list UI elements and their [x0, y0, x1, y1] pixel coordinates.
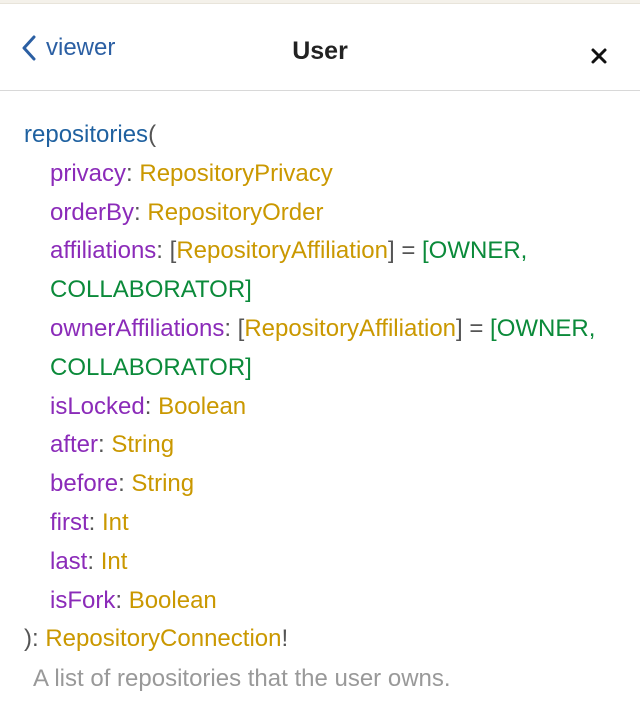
arg-name: orderBy: [50, 198, 135, 226]
arg-name: affiliations: [50, 237, 157, 265]
chevron-left-icon: [22, 35, 46, 61]
arg-first: first: Int: [24, 504, 616, 543]
list-close-bracket: ]: [456, 314, 463, 342]
type-link[interactable]: Boolean: [158, 392, 247, 420]
non-null-marker: !: [281, 625, 289, 653]
type-link[interactable]: Int: [102, 508, 129, 536]
default-value: [OWNER, COLLABORATOR]: [50, 237, 528, 304]
close-icon: [590, 47, 610, 65]
arg-last: last: Int: [24, 543, 616, 582]
default-value: [OWNER, COLLABORATOR]: [50, 314, 596, 381]
arg-name: isLocked: [50, 392, 145, 420]
arg-before: before: String: [24, 465, 616, 504]
arg-owner-affiliations: ownerAffiliations: [RepositoryAffiliatio…: [24, 310, 610, 388]
type-link[interactable]: RepositoryAffiliation: [176, 237, 388, 265]
back-button[interactable]: viewer: [22, 34, 115, 62]
arg-isfork: isFork: Boolean: [24, 582, 616, 621]
arg-colon: :: [88, 508, 103, 536]
arg-name: isFork: [50, 586, 116, 614]
arg-name: before: [50, 470, 119, 498]
field-description: A list of repositories that the user own…: [33, 665, 451, 693]
return-type-link[interactable]: RepositoryConnection: [45, 625, 282, 653]
type-link[interactable]: String: [111, 431, 175, 459]
list-open-bracket: [: [237, 314, 245, 342]
arg-name: ownerAffiliations: [50, 314, 225, 342]
field-signature-start: repositories(: [24, 116, 616, 155]
equals-sign: =: [462, 314, 491, 342]
list-open-bracket: [: [169, 237, 177, 265]
arg-colon: :: [126, 159, 140, 187]
type-link[interactable]: RepositoryAffiliation: [244, 314, 457, 342]
type-link[interactable]: RepositoryPrivacy: [139, 159, 333, 187]
arg-colon: :: [115, 586, 129, 614]
arg-affiliations: affiliations: [RepositoryAffiliation] = …: [24, 232, 610, 310]
arg-colon: :: [98, 431, 112, 459]
field-signature-end: ): RepositoryConnection!: [24, 620, 616, 659]
arg-colon: :: [144, 392, 159, 420]
arg-colon: :: [118, 470, 132, 498]
doc-header: viewer User: [0, 4, 640, 91]
equals-sign: =: [394, 237, 423, 265]
arg-orderby: orderBy: RepositoryOrder: [24, 194, 616, 233]
arg-colon: :: [224, 314, 238, 342]
type-link[interactable]: Boolean: [128, 586, 217, 614]
type-link[interactable]: Int: [100, 547, 128, 575]
arg-privacy: privacy: RepositoryPrivacy: [24, 155, 616, 194]
arg-islocked: isLocked: Boolean: [24, 388, 616, 427]
close-button[interactable]: [590, 47, 610, 67]
arg-name: after: [50, 431, 99, 459]
field-name-link[interactable]: repositories: [24, 121, 149, 148]
close-paren: ):: [24, 625, 39, 653]
arg-name: last: [50, 547, 88, 575]
open-paren: (: [148, 121, 157, 148]
list-close-bracket: ]: [387, 237, 395, 265]
arg-name: first: [50, 508, 89, 536]
arg-name: privacy: [50, 159, 127, 187]
arg-colon: :: [87, 547, 101, 575]
field-doc: repositories( privacy: RepositoryPrivacy…: [0, 91, 640, 698]
arg-after: after: String: [24, 426, 616, 465]
type-link[interactable]: RepositoryOrder: [147, 198, 324, 226]
arg-colon: :: [156, 237, 170, 265]
arg-colon: :: [134, 198, 148, 226]
type-link[interactable]: String: [131, 470, 195, 498]
top-border: [0, 0, 640, 4]
back-label: viewer: [46, 34, 116, 61]
